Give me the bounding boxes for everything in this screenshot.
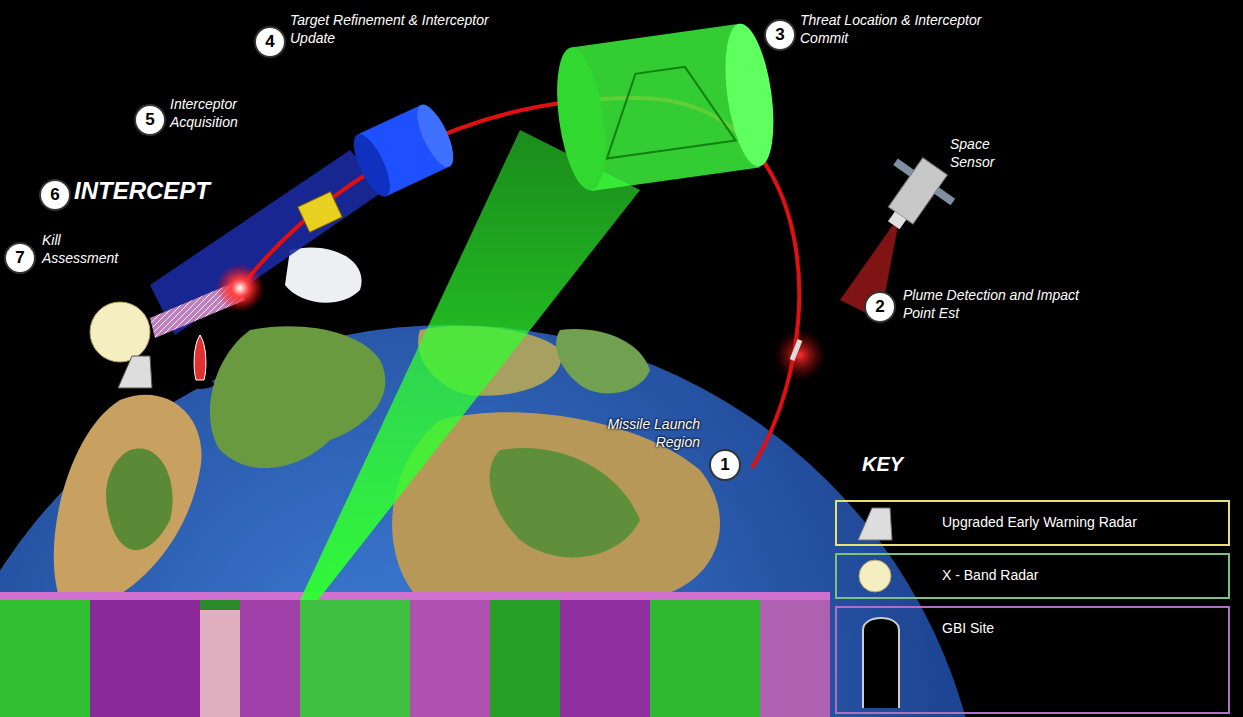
space-sensor-satellite [865, 146, 964, 245]
intercept-flash [216, 264, 264, 312]
artifact-band [200, 610, 240, 717]
land [54, 395, 202, 600]
missile [792, 340, 800, 360]
sensor-label: Space Sensor [950, 136, 1030, 171]
land [210, 326, 385, 468]
artifact-band [760, 598, 830, 717]
legend-title: KEY [862, 452, 903, 477]
callout-number: 4 [254, 26, 286, 58]
step-caption: Interceptor Acquisition [170, 96, 290, 131]
artifact-band [240, 598, 300, 717]
legend-radar-icon [858, 508, 892, 540]
step-caption: Plume Detection and Impact Point Est [903, 287, 1103, 322]
solar-panel [934, 187, 955, 205]
legend-text: X - Band Radar [942, 567, 1039, 583]
artifact-band [490, 598, 560, 717]
callout-number: 7 [4, 242, 36, 274]
step-caption: INTERCEPT [74, 176, 210, 206]
x-band-radar-dome [90, 302, 150, 362]
step-caption: Missile Launch Region [600, 416, 700, 451]
callout-number: 1 [709, 449, 741, 481]
callout-number: 6 [39, 179, 71, 211]
legend-row: Upgraded Early Warning Radar [835, 500, 1230, 546]
refinement-volume [347, 100, 461, 201]
cylinder-end [549, 44, 613, 193]
early-warning-radar [118, 356, 152, 388]
image-artifact [0, 592, 830, 717]
legend-text: GBI Site [942, 620, 994, 636]
artifact-band [410, 598, 490, 717]
legend-text: Upgraded Early Warning Radar [942, 514, 1137, 530]
step-caption: Target Refinement & Interceptor Update [290, 12, 520, 47]
land [490, 448, 640, 557]
threat-volume [549, 21, 781, 194]
cylinder-frame [596, 61, 736, 158]
land [556, 329, 650, 393]
artifact-band [0, 592, 830, 600]
cylinder-end [410, 100, 460, 172]
plume-glow [774, 329, 826, 381]
cylinder-end [347, 129, 397, 201]
step-caption: Kill Assessment [42, 232, 137, 267]
legend-dome-icon [859, 560, 891, 592]
sensor-head [888, 211, 906, 229]
artifact-band [300, 598, 410, 717]
callout-number: 5 [134, 104, 166, 136]
silo-outline [863, 618, 899, 708]
artifact-band [650, 598, 760, 717]
acquisition-volume [298, 192, 342, 233]
legend-row: GBI Site [835, 606, 1230, 714]
land [106, 448, 173, 550]
solar-panel [893, 159, 914, 177]
callout-number: 3 [764, 19, 796, 51]
legend-row: X - Band Radar [835, 553, 1230, 599]
step-caption: Threat Location & Interceptor Commit [800, 12, 990, 47]
box [298, 192, 342, 233]
ocean [0, 325, 985, 717]
artifact-band [0, 598, 90, 717]
callout-number: 2 [864, 291, 896, 323]
interceptor-missile [194, 335, 206, 380]
ice [285, 247, 362, 302]
artifact-band [560, 598, 650, 717]
artifact-band [0, 592, 830, 717]
legend-silo-icon [851, 610, 911, 710]
artifact-band [90, 598, 200, 717]
